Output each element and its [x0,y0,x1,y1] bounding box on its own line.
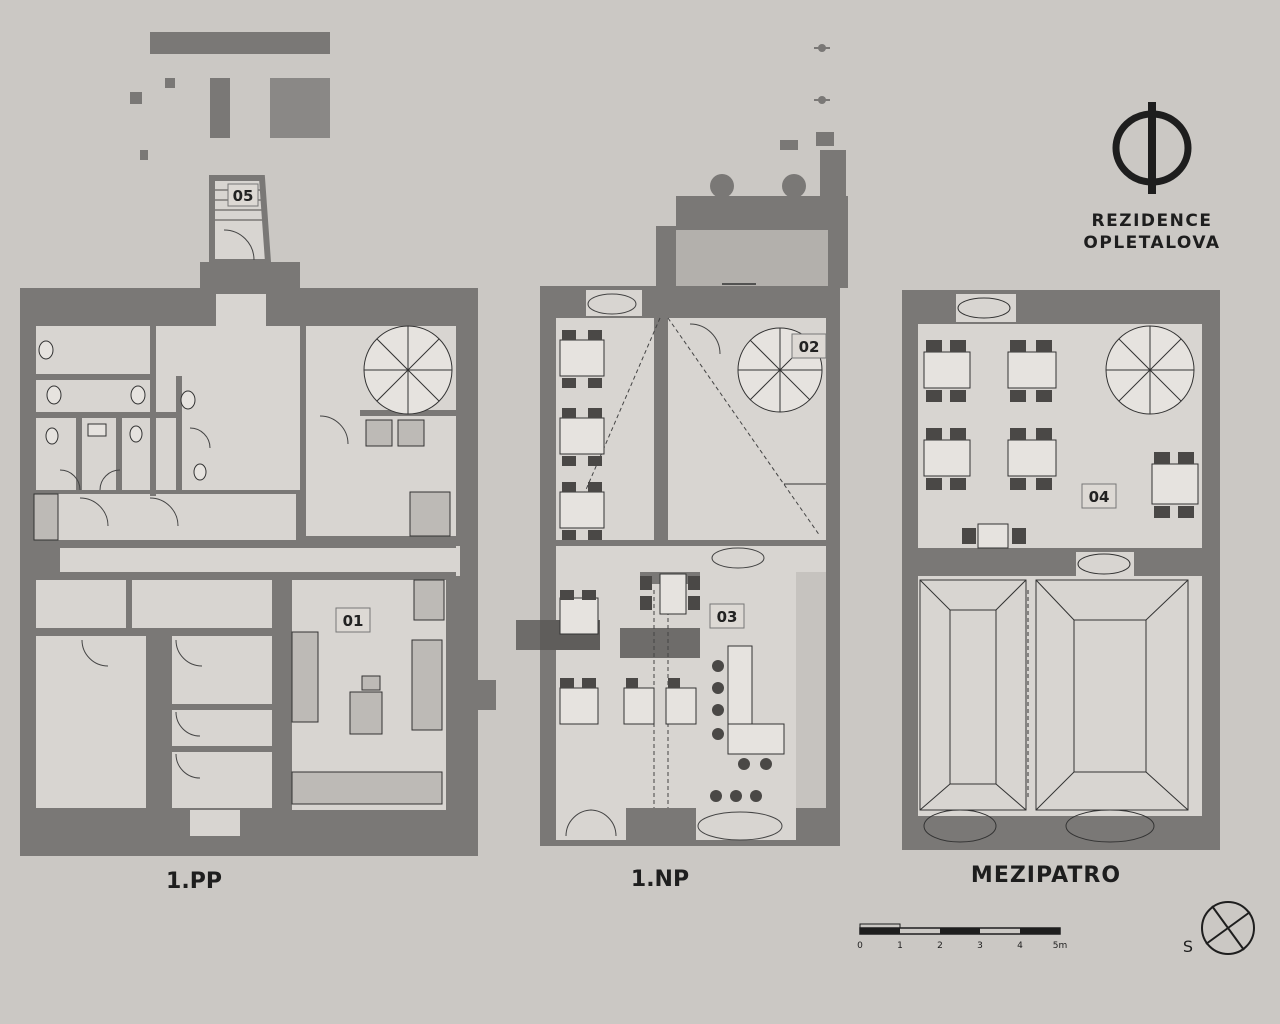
north-label: S [1183,937,1193,956]
brand-line-2: OPLETALOVA [1083,233,1220,253]
room-label-01: 01 [343,612,364,630]
brand-line-1: REZIDENCE [1092,211,1213,231]
brand-logo: REZIDENCE OPLETALOVA [1083,102,1220,253]
scale-tick: 2 [937,941,943,951]
scale-tick: 4 [1017,941,1023,951]
plan-mezipatro: 04 [902,290,1220,850]
room-tag-04 [1081,483,1117,509]
room-tag-03 [709,603,745,629]
room-tag-01 [335,607,371,633]
scale-tick: 5m [1053,941,1068,951]
bench-block [150,32,330,54]
room-label-04: 04 [1089,488,1110,506]
room-tag-05 [227,183,259,207]
north-arrow-icon: S [1183,901,1255,956]
room-tag-02 [791,333,827,359]
plan-1pp: 05 01 [20,32,496,856]
scale-tick: 0 [857,941,863,951]
scale-tick: 3 [977,941,983,951]
scale-tick: 1 [897,941,903,951]
plan-label-mezipatro: MEZIPATRO [971,863,1121,888]
plan-1np: 02 03 [516,44,848,846]
room-label-02: 02 [799,338,820,356]
plan-label-1pp: 1.PP [166,869,222,894]
room-label-05: 05 [233,187,254,205]
room-label-03: 03 [717,608,738,626]
scale-bar: 0 1 2 3 4 5m [857,923,1068,951]
plan-label-1np: 1.NP [631,867,689,892]
